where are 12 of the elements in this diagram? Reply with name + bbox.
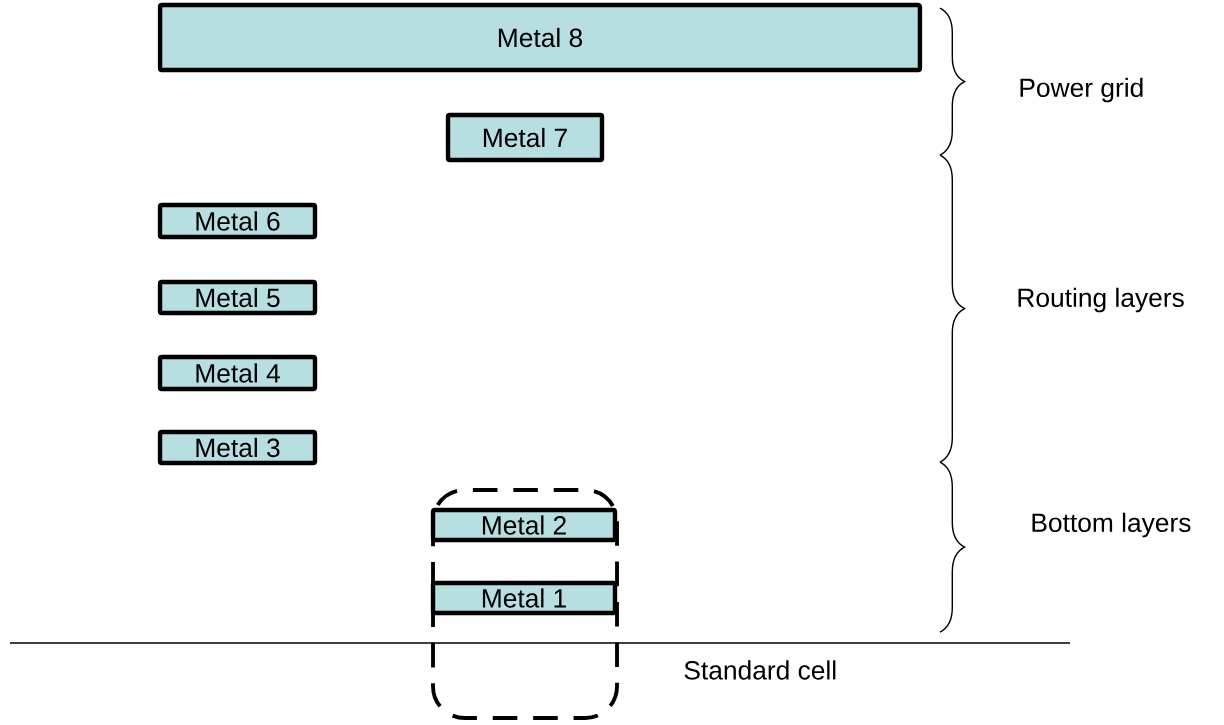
- metal-layer-box: Metal 6: [157, 202, 318, 240]
- annotation-label: Bottom layers: [1032, 512, 1191, 538]
- metal-layer-box: Metal 7: [445, 112, 605, 163]
- metal-layer-box: Metal 2: [430, 507, 618, 543]
- metal-layer-box: Metal 8: [157, 2, 923, 73]
- metal-layer-box: Metal 4: [157, 354, 318, 392]
- metal-layer-box: Metal 1: [430, 580, 618, 616]
- annotation-label: Power grid: [1020, 77, 1143, 103]
- metal-layer-box: Metal 5: [157, 279, 318, 316]
- annotation-label: Standard cell: [684, 660, 836, 680]
- metal-layer-box: Metal 3: [157, 429, 318, 466]
- annotation-label: Routing layers: [1018, 287, 1184, 313]
